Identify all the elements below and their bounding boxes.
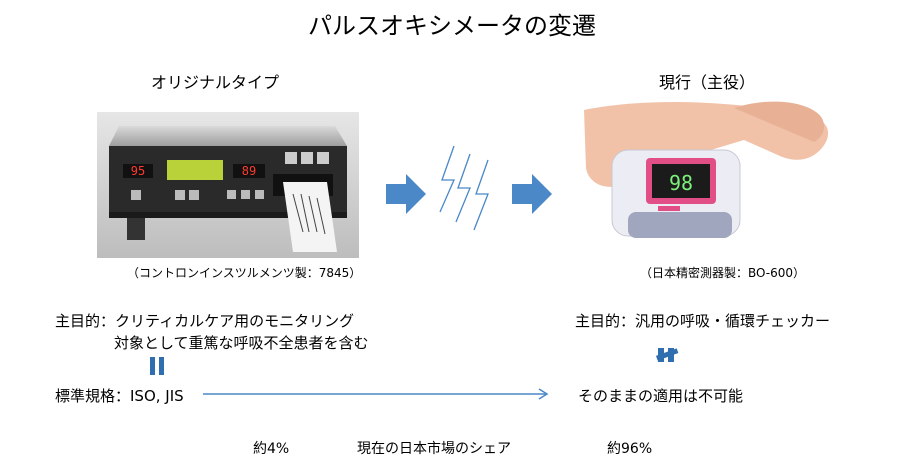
left-caption: （コントロンインスツルメンツ製：7845） (127, 266, 362, 280)
transition-graphic (386, 145, 552, 231)
conclusion-label: そのままの適用は不可能 (578, 387, 744, 405)
right-arrow-icon (512, 174, 552, 214)
equal-sign-icon (150, 357, 155, 375)
right-heading: 現行（主役） (659, 73, 756, 92)
left-purpose-line1: 主目的：クリティカルケア用のモニタリング (55, 312, 355, 330)
left-display-spo2: 95 (131, 164, 145, 178)
left-heading: オリジナルタイプ (151, 73, 280, 92)
equal-sign-icon (159, 357, 164, 375)
not-equal-icon (655, 348, 679, 362)
left-display-pulse: 89 (242, 164, 256, 178)
left-purpose-line2: 対象として重篤な呼吸不全患者を含む (114, 334, 369, 352)
market-share-label: 現在の日本市場のシェア (357, 441, 511, 457)
standard-label: 標準規格：ISO, JIS (55, 387, 184, 405)
page-title: パルスオキシメータの変遷 (308, 12, 596, 40)
left-share: 約4% (253, 441, 290, 457)
right-purpose: 主目的：汎用の呼吸・循環チェッカー (575, 312, 831, 330)
lightning-icon (439, 145, 489, 231)
right-display-spo2: 98 (669, 171, 693, 195)
long-arrow-icon (203, 388, 549, 400)
right-arrow-icon (386, 174, 426, 214)
original-oximeter-photo: 95 89 (97, 112, 359, 258)
right-share: 約96% (607, 441, 653, 457)
right-caption: （日本精密測器製：BO-600） (640, 266, 806, 280)
current-oximeter-photo: 98 (584, 92, 834, 258)
